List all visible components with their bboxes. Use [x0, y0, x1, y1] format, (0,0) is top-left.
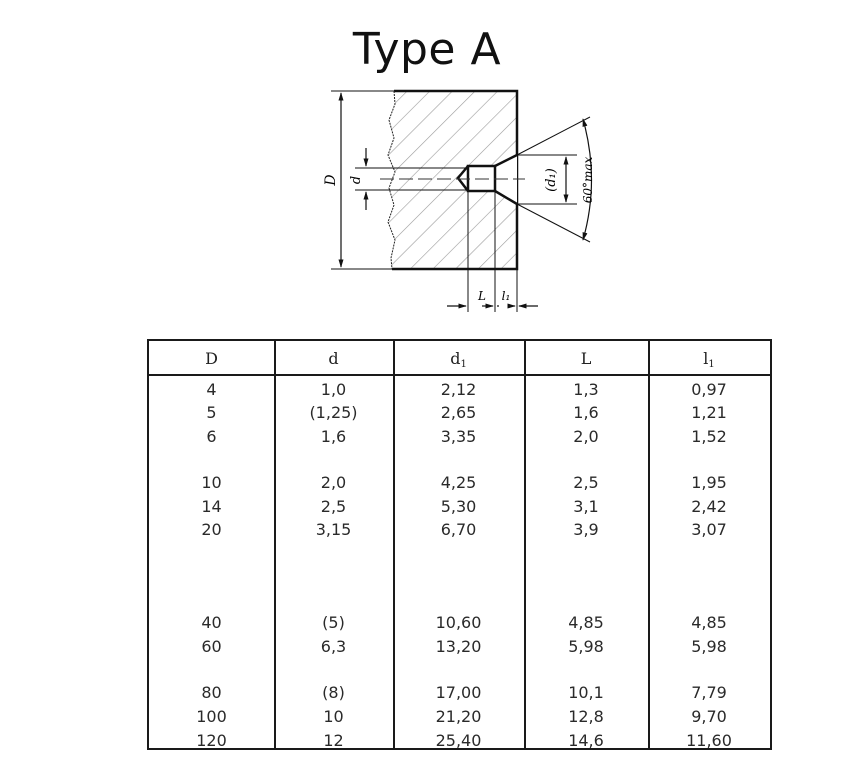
svg-text:L: L — [477, 289, 486, 303]
header-d: d — [328, 349, 339, 368]
cell-L: 14,6 — [568, 731, 604, 750]
cell-L: 12,8 — [568, 707, 604, 726]
cell-d1: 4,25 — [440, 473, 477, 492]
header-D: D — [205, 349, 218, 368]
cell-D: 14 — [201, 497, 222, 516]
cell-l1: 1,52 — [691, 427, 727, 446]
cell-d: 3,15 — [315, 520, 352, 539]
cell-D: 5 — [206, 403, 217, 422]
cell-d: (1,25) — [309, 403, 358, 422]
cell-l1: 2,42 — [691, 497, 727, 516]
cell-D: 80 — [201, 683, 222, 702]
cell-d: 12 — [323, 731, 344, 750]
cell-D: 10 — [201, 473, 222, 492]
svg-text:d: d — [349, 176, 364, 184]
cell-d1: 2,12 — [440, 380, 477, 399]
header-d1: d1 — [450, 349, 467, 370]
dimension-d1: (d₁) — [517, 154, 577, 205]
cell-d1: 10,60 — [435, 613, 482, 632]
cell-l1: 9,70 — [691, 707, 727, 726]
dimension-angle: 60°max — [516, 116, 595, 243]
cell-d1: 21,20 — [435, 707, 482, 726]
header-l1: l1 — [703, 349, 715, 370]
cell-d1: 3,35 — [440, 427, 477, 446]
column-divider — [648, 341, 650, 748]
cell-L: 5,98 — [568, 637, 604, 656]
cell-L: 1,3 — [573, 380, 599, 399]
cell-d: (5) — [322, 613, 345, 632]
cell-d1: 2,65 — [440, 403, 477, 422]
column-divider — [393, 341, 395, 748]
cell-d: (8) — [322, 683, 345, 702]
cell-L: 4,85 — [568, 613, 604, 632]
center-hole — [380, 153, 525, 206]
dimension-D: D — [323, 90, 394, 270]
cell-d: 10 — [323, 707, 344, 726]
cell-l1: 3,07 — [691, 520, 727, 539]
svg-text:D: D — [323, 174, 339, 186]
cell-d1: 17,00 — [435, 683, 482, 702]
cell-L: 3,9 — [573, 520, 599, 539]
cell-l1: 7,79 — [691, 683, 727, 702]
cell-d: 1,0 — [320, 380, 347, 399]
header-divider — [149, 374, 770, 376]
dimension-d: d — [349, 148, 468, 210]
cell-d: 2,0 — [320, 473, 347, 492]
cell-L: 3,1 — [573, 497, 599, 516]
cell-l1: 11,60 — [686, 731, 732, 750]
cell-L: 2,5 — [573, 473, 599, 492]
cell-l1: 1,21 — [691, 403, 727, 422]
svg-text:(d₁): (d₁) — [544, 168, 559, 192]
dimension-L-l1: L l₁ — [447, 191, 538, 312]
page-title: Type A — [352, 24, 502, 75]
cell-l1: 5,98 — [691, 637, 727, 656]
dimensions-table: D d d1 L l1 4 1,0 2,12 1,3 0,97 5 (1,25) 2,65 1,… — [147, 339, 772, 750]
header-L: L — [580, 349, 592, 368]
column-divider — [524, 341, 526, 748]
cell-d: 1,6 — [320, 427, 347, 446]
center-hole-drawing: D d (d₁) 60°max L l₁ — [323, 89, 595, 312]
cell-L: 1,6 — [573, 403, 599, 422]
cell-L: 10,1 — [568, 683, 604, 702]
cell-D: 60 — [201, 637, 222, 656]
cell-d1: 6,70 — [440, 520, 477, 539]
cell-D: 6 — [206, 427, 217, 446]
cell-D: 100 — [196, 707, 227, 726]
cell-D: 20 — [201, 520, 222, 539]
cell-L: 2,0 — [573, 427, 599, 446]
cell-l1: 1,95 — [691, 473, 727, 492]
cell-D: 4 — [206, 380, 217, 399]
cell-d: 2,5 — [320, 497, 347, 516]
cell-d: 6,3 — [320, 637, 347, 656]
column-divider — [274, 341, 276, 748]
cell-d1: 5,30 — [440, 497, 477, 516]
svg-text:60°max: 60°max — [581, 156, 595, 203]
cell-d1: 13,20 — [435, 637, 482, 656]
cell-l1: 4,85 — [691, 613, 727, 632]
svg-text:l₁: l₁ — [502, 289, 511, 303]
cell-D: 120 — [196, 731, 227, 750]
cell-d1: 25,40 — [435, 731, 482, 750]
cell-l1: 0,97 — [691, 380, 727, 399]
cell-D: 40 — [201, 613, 222, 632]
